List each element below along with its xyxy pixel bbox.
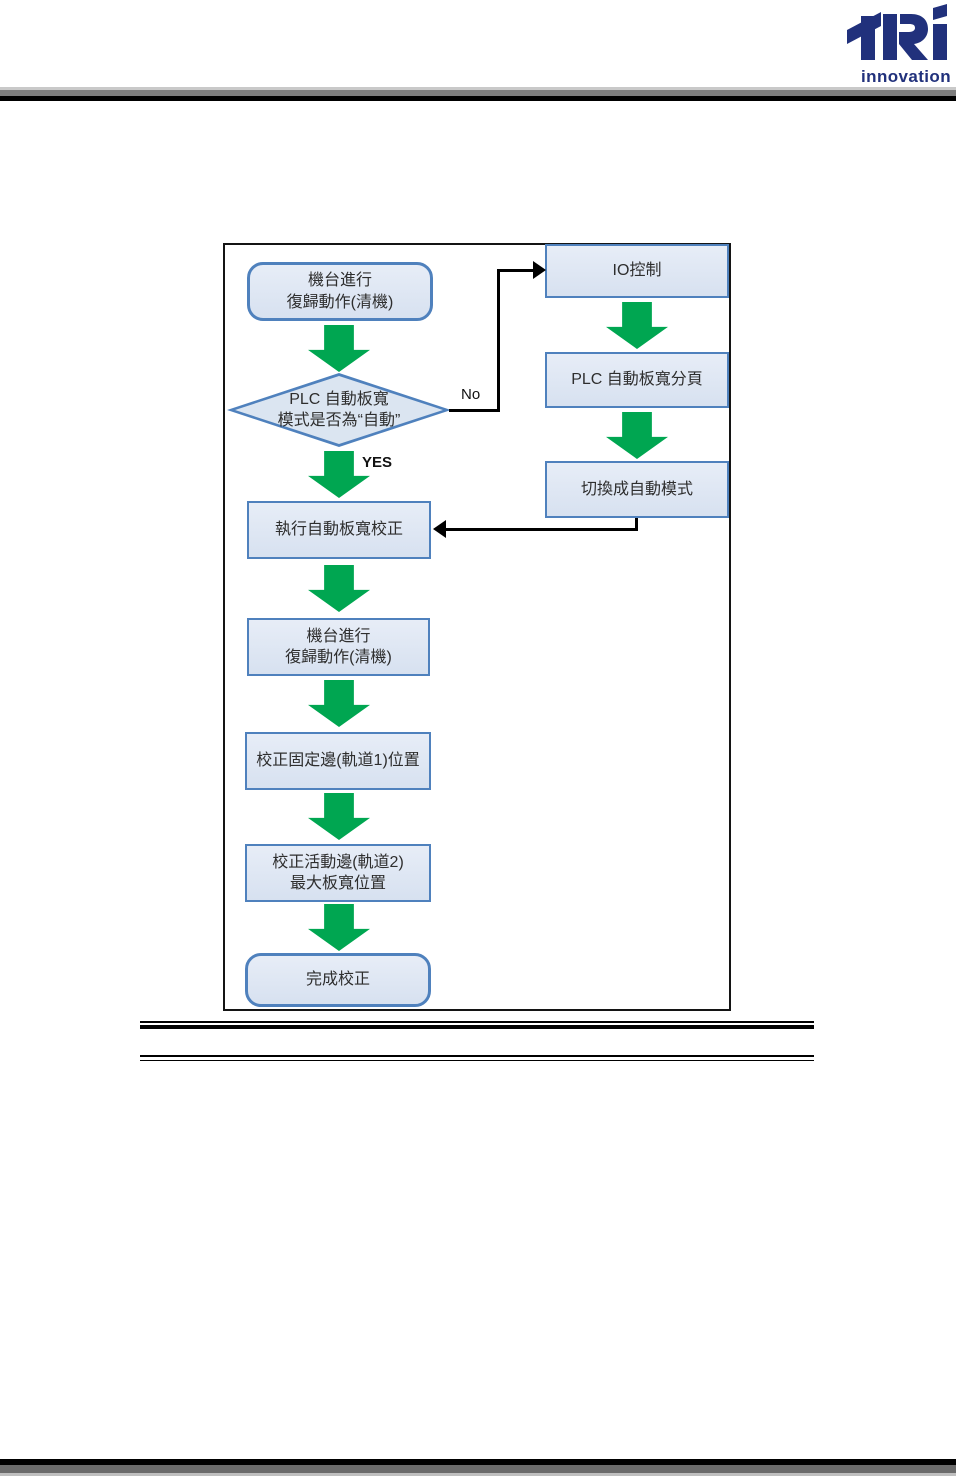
connector-no-branch-vertical [497, 269, 500, 412]
header-divider-light [0, 87, 956, 90]
flowchart-node-run-calibration-label: 執行自動板寬校正 [274, 521, 403, 539]
arrowhead-right-icon [533, 261, 546, 279]
tri-logo-mark [847, 4, 947, 60]
header-divider-mid [0, 90, 956, 96]
connector-return-horizontal [446, 528, 638, 531]
header-divider [0, 87, 956, 101]
flowchart-decision-diamond: PLC 自動板寬 模式是否為“自動” [227, 373, 451, 447]
flowchart-decision-label: PLC 自動板寬 模式是否為“自動” [277, 390, 401, 429]
flowchart-node-movable-rail: 校正活動邊(軌道2) 最大板寬位置 [245, 844, 431, 902]
footer-divider [0, 1459, 956, 1476]
double-rule-thin [140, 1055, 814, 1061]
flowchart-node-plc-tab-label: PLC 自動板寬分頁 [571, 371, 703, 389]
flowchart-node-machine-home: 機台進行 復歸動作(清機) [247, 618, 430, 676]
flowchart-node-io-control-label: IO控制 [612, 262, 662, 280]
flowchart-node-movable-rail-label: 校正活動邊(軌道2) 最大板寬位置 [272, 853, 404, 892]
flowchart-node-start: 機台進行 復歸動作(清機) [247, 262, 433, 321]
flowchart-node-done: 完成校正 [245, 953, 431, 1007]
flowchart-node-switch-auto-label: 切換成自動模式 [580, 480, 693, 498]
flowchart-node-run-calibration: 執行自動板寬校正 [247, 501, 431, 559]
flowchart-node-start-label: 機台進行 復歸動作(清機) [286, 272, 394, 311]
connector-return-vertical [635, 518, 638, 531]
flowchart-node-plc-tab: PLC 自動板寬分頁 [545, 352, 729, 408]
flowchart-node-fixed-rail: 校正固定邊(軌道1)位置 [245, 732, 431, 790]
tri-logo-brand-text: TRI [951, 66, 952, 67]
header-divider-black [0, 96, 956, 101]
flowchart-node-switch-auto: 切換成自動模式 [545, 461, 729, 518]
branch-label-yes: YES [362, 454, 393, 471]
footer-divider-black [0, 1459, 956, 1465]
flowchart-node-io-control: IO控制 [545, 244, 729, 298]
connector-no-branch-horizontal [449, 409, 499, 412]
flowchart-node-done-label: 完成校正 [305, 971, 370, 989]
tri-logo: TRI innovation [839, 4, 951, 85]
flowchart-node-fixed-rail-label: 校正固定邊(軌道1)位置 [256, 752, 420, 770]
branch-label-no: No [461, 386, 481, 403]
footer-divider-gray [0, 1465, 956, 1473]
arrowhead-left-icon [433, 520, 446, 538]
connector-no-branch-horizontal-top [500, 269, 533, 272]
footer-divider-light [0, 1473, 956, 1476]
double-rule-thick [140, 1021, 814, 1029]
flowchart-node-machine-home-label: 機台進行 復歸動作(清機) [285, 627, 392, 666]
tri-logo-tagline: innovation [861, 67, 951, 86]
